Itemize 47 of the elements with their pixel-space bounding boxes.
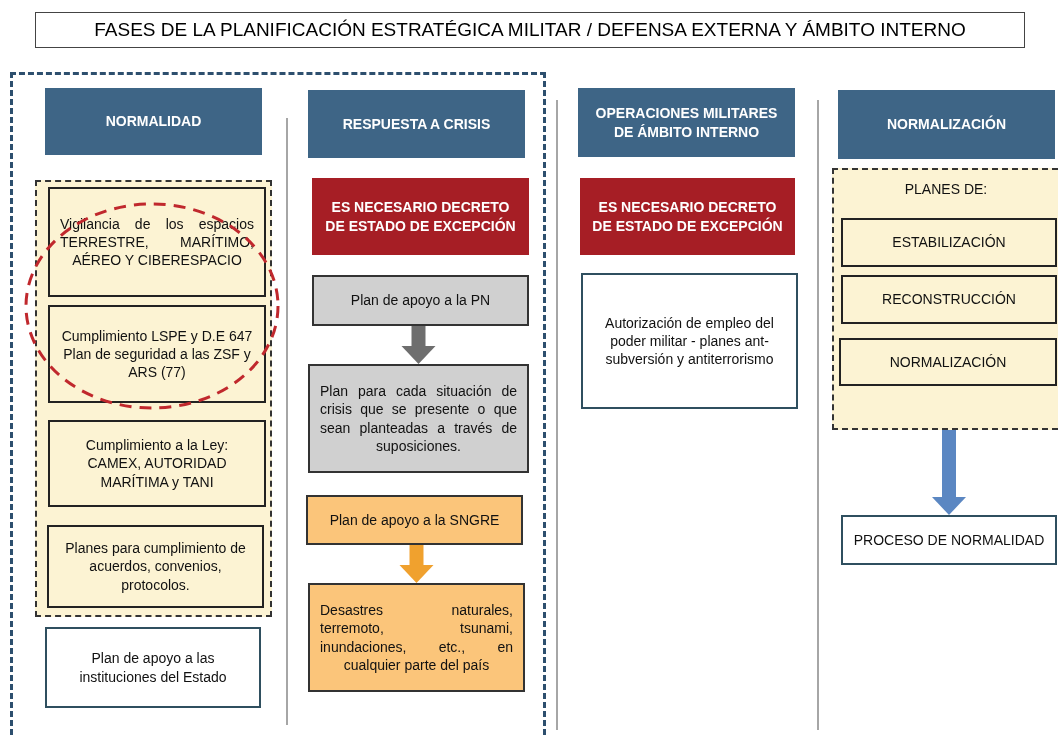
- plan-box: [312, 275, 529, 326]
- phase-header: [578, 88, 795, 157]
- box-text: Planes para cumplimiento de acuerdos, convenios, protocolos.: [64, 539, 247, 594]
- box-text: PROCESO DE NORMALIDAD: [853, 530, 1045, 550]
- box-text: ES NECESARIO DECRETO DE ESTADO DE EXCEPCIÓN: [591, 198, 784, 235]
- plans-group: [35, 180, 272, 617]
- down-arrow: [401, 326, 436, 364]
- phase-title: OPERACIONES MILITARES DE ÁMBITO INTERNO: [594, 104, 779, 141]
- box-text: Autorización de empleo del poder militar - planes ant- subversión y antiterrorismo: [604, 313, 775, 369]
- plan-box: [581, 273, 798, 409]
- plan-box: [48, 305, 266, 403]
- plan-box: [308, 583, 525, 692]
- title: FASES DE LA PLANIFICACIÓN ESTRATÉGICA MILITAR / DEFENSA EXTERNA Y ÁMBITO INTERNO: [35, 12, 1025, 48]
- box-text: Plan de apoyo a la PN: [349, 291, 492, 310]
- plan-box: [47, 525, 264, 608]
- phase-header: [45, 88, 262, 155]
- plan-box: [841, 218, 1057, 267]
- box-text: ES NECESARIO DECRETO DE ESTADO DE EXCEPCIÓN: [324, 198, 517, 235]
- box-text: Desastres naturales, terremoto, tsunami, inundaciones, etc., en cualquier parte del país: [320, 601, 513, 674]
- plan-box: [839, 338, 1057, 386]
- phase-title: NORMALIDAD: [104, 112, 203, 131]
- phase-title: RESPUESTA A CRISIS: [341, 114, 492, 134]
- dashed-region: [10, 72, 546, 735]
- decree-box: [312, 178, 529, 255]
- plan-box: [48, 420, 266, 507]
- plan-box: [48, 187, 266, 297]
- decree-box: [580, 178, 795, 255]
- box-text: ESTABILIZACIÓN: [891, 233, 1007, 252]
- phase-title: NORMALIZACIÓN: [886, 115, 1007, 134]
- down-arrow: [932, 430, 966, 515]
- plan-box: [308, 364, 529, 473]
- box-text: RECONSTRUCCIÓN: [881, 290, 1017, 309]
- box-text: Cumplimiento LSPE y D.E 647 Plan de seguridad a las ZSF y ARS (77): [60, 326, 254, 382]
- plan-box: [841, 275, 1057, 324]
- down-arrow: [399, 545, 434, 583]
- box-text: Plan de apoyo a la SNGRE: [328, 510, 501, 530]
- phase-header: [838, 90, 1055, 159]
- box-text: PLANES DE:: [903, 180, 989, 199]
- box-text: Cumplimiento a la Ley: CAMEX, AUTORIDAD MARÍTIMA y TANI: [84, 436, 230, 491]
- plan-box: [841, 515, 1057, 565]
- plan-box: [306, 495, 523, 545]
- box-text: Plan de apoyo a las instituciones del Estado: [78, 649, 228, 686]
- box-text: Plan para cada situación de crisis que se presente o que sean planteadas a través de suposiciones.: [320, 382, 517, 455]
- plans-group: [832, 168, 1058, 430]
- plan-box: [45, 627, 261, 708]
- box-text: NORMALIZACIÓN: [888, 352, 1008, 372]
- phase-header: [308, 90, 525, 158]
